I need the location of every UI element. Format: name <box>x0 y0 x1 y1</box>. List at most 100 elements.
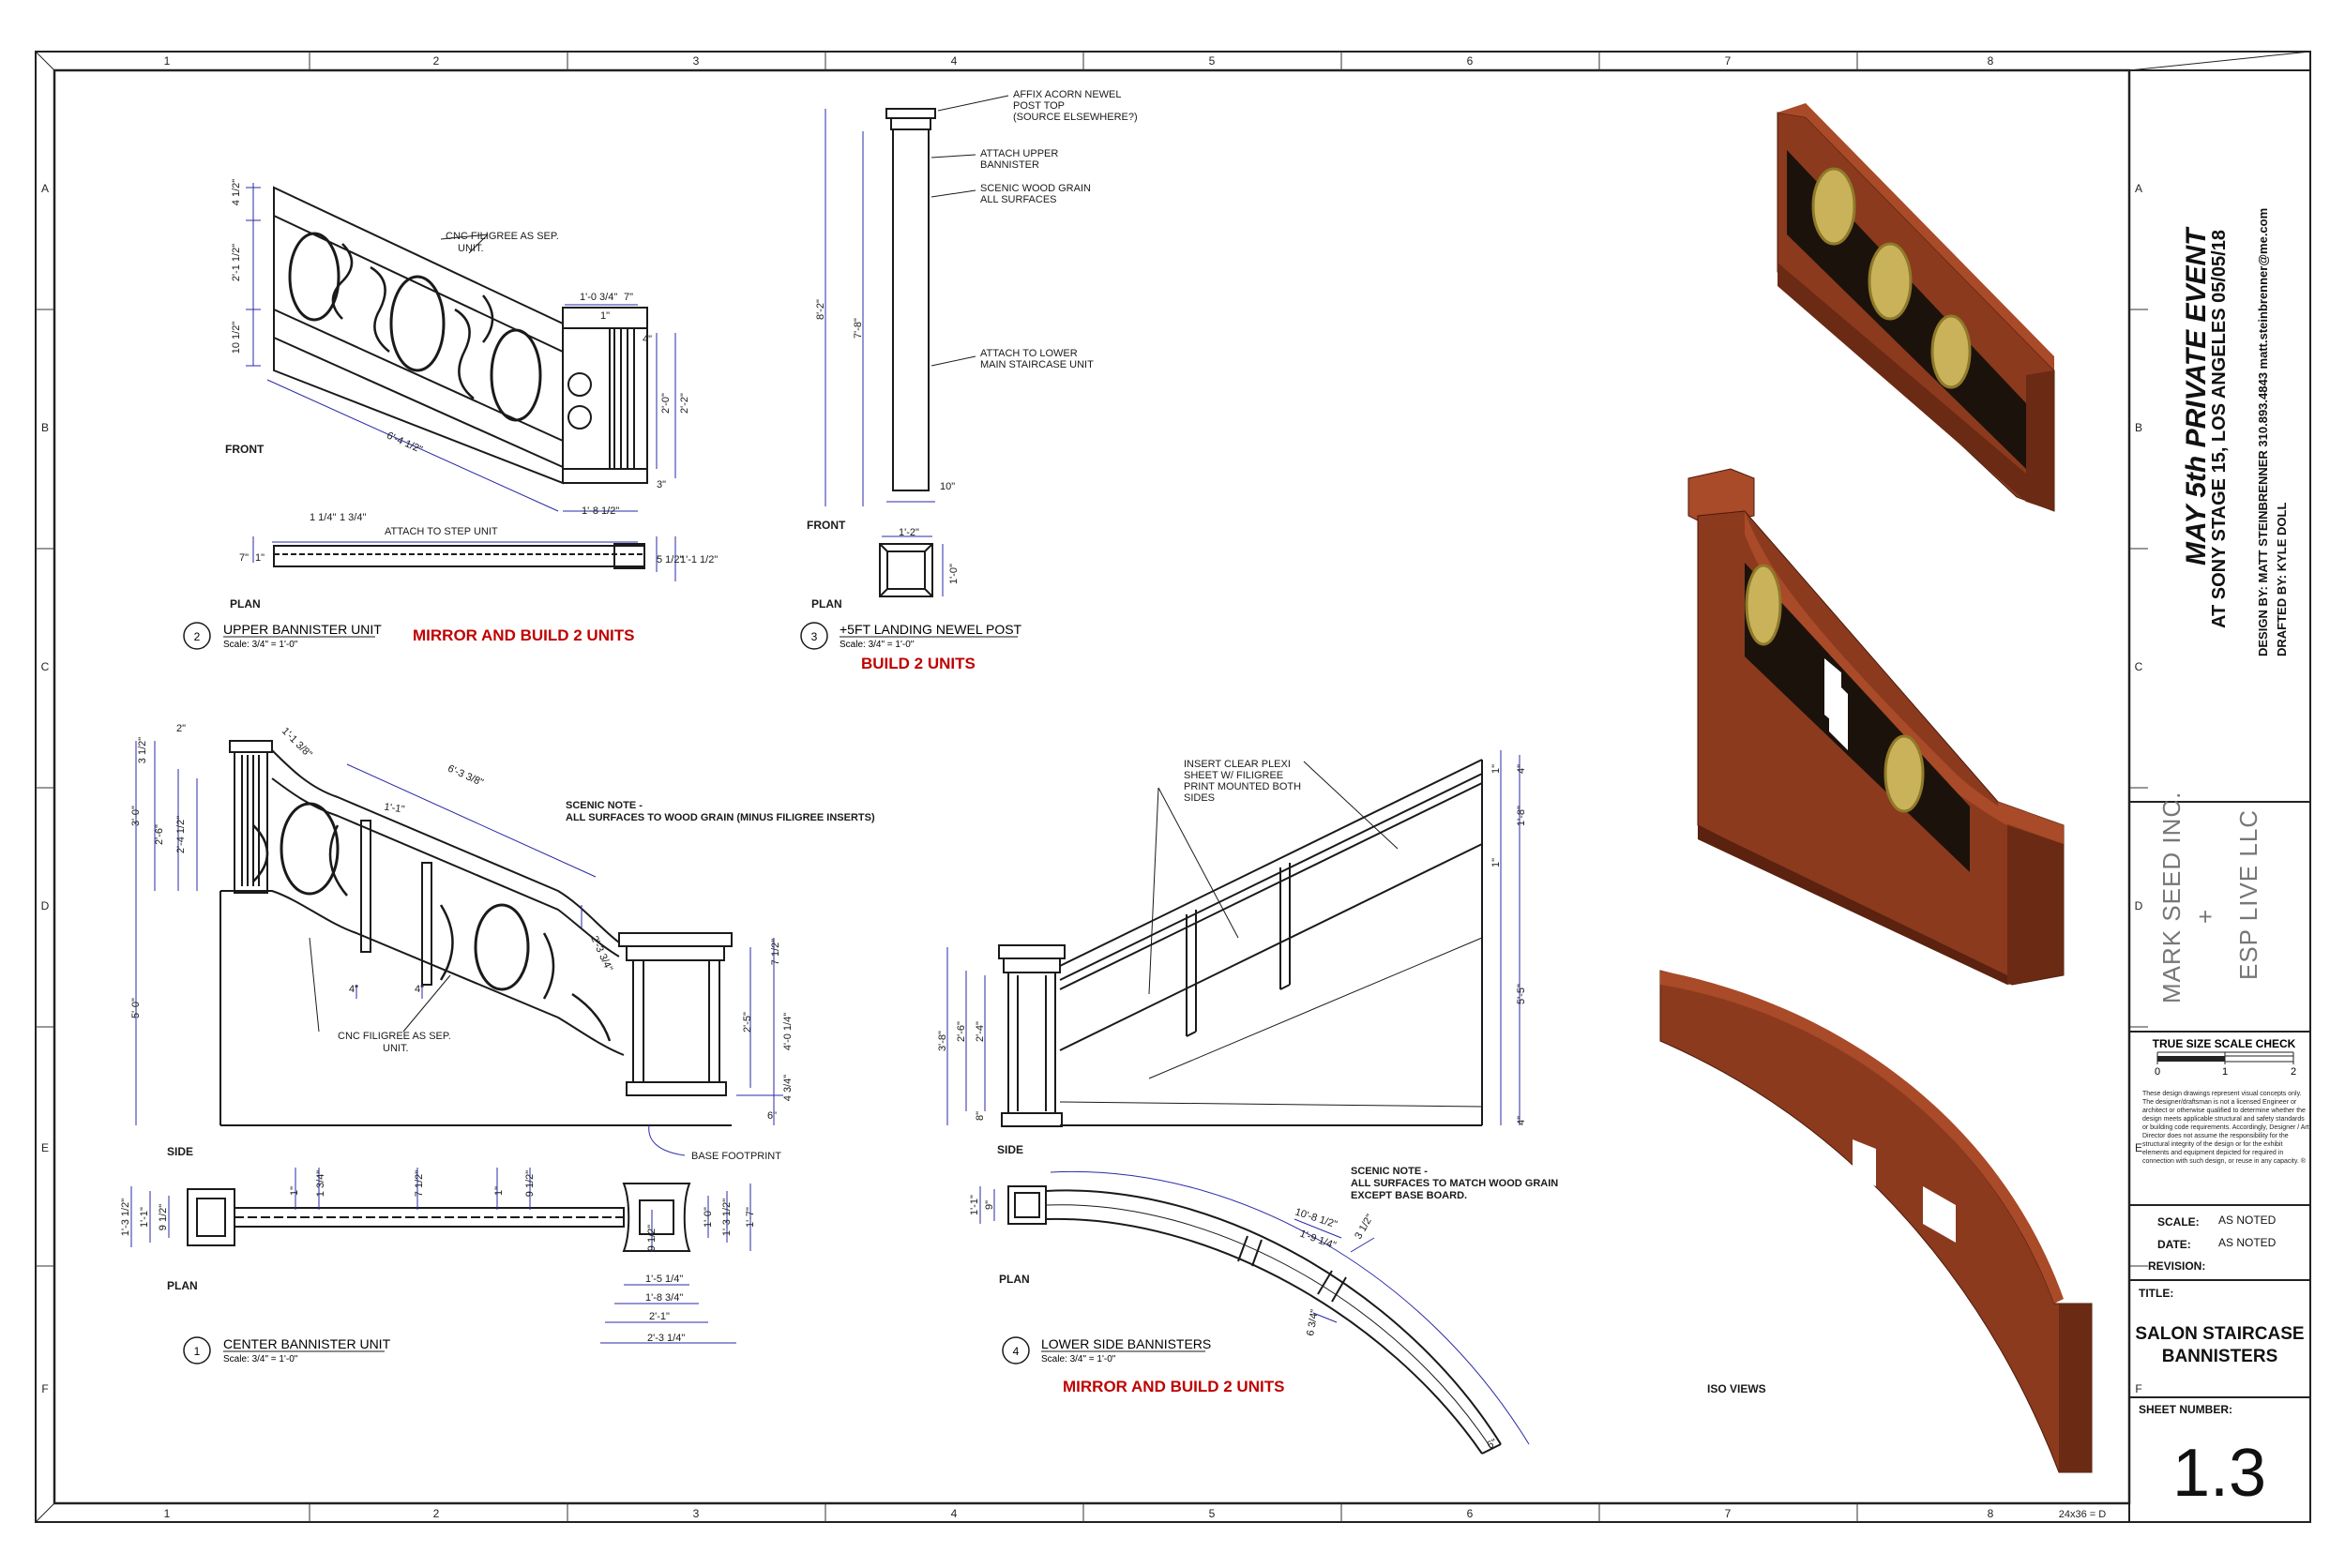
dim-label: 4" <box>349 984 358 995</box>
grid-ticks <box>36 52 2148 1522</box>
v4-side-dimensions <box>946 750 1520 1125</box>
col-label: 3 <box>693 1507 700 1520</box>
view-upper-bannister-plan <box>273 543 645 569</box>
v2-dim-text: 4 1/2" 2'-1 1/2" 10 1/2" 6'-4 1/2" 1'-0 … <box>231 179 690 517</box>
dim-label: 7 1/2" <box>770 939 781 965</box>
dim-label: 1'-0 3/4" <box>580 292 617 303</box>
row-label: E <box>2135 1141 2142 1154</box>
dim-label: 1'-1" <box>139 1207 150 1228</box>
v4-title-block: 4 LOWER SIDE BANNISTERS Scale: 3/4" = 1'… <box>1002 1336 1284 1395</box>
dim-label: 1" <box>1490 764 1502 774</box>
iso-lower-bannister <box>1659 970 2093 1473</box>
dim-label: 3 1/2" <box>1353 1213 1376 1242</box>
view-title: LOWER SIDE BANNISTERS <box>1041 1336 1211 1351</box>
dim-label: 7'-8" <box>853 318 864 339</box>
dim-label: 1'-7" <box>745 1207 756 1228</box>
v2-callouts: CNC FILIGREE AS SEP. UNIT. FRONT <box>225 231 559 456</box>
dim-label: 10" <box>940 481 955 492</box>
scale-check-bar: TRUE SIZE SCALE CHECK 0 1 2 <box>2153 1037 2296 1078</box>
dim-label: 4" <box>1516 1116 1527 1125</box>
v1-side-label: SIDE <box>167 1145 193 1158</box>
dim-label: 3" <box>657 479 666 490</box>
dim-label: 1 3/4" <box>340 512 366 523</box>
note-lower-2: MAIN STAIRCASE UNIT <box>980 359 1094 370</box>
dim-label: 5'-5" <box>1516 984 1527 1004</box>
drawing-title-line1: SALON STAIRCASE <box>2135 1324 2305 1344</box>
v1-side-dimensions <box>135 741 783 1125</box>
dim-label: 1" <box>1490 858 1502 867</box>
insert-note-3: PRINT MOUNTED BOTH <box>1184 781 1301 792</box>
dim-label: 2'-6" <box>154 824 165 845</box>
dim-label: 3 1/2" <box>137 737 148 763</box>
row-label: B <box>41 421 49 434</box>
dim-label: 4 1/2" <box>231 179 242 205</box>
dim-label: 2'-4" <box>975 1021 986 1042</box>
insert-note-2: SHEET W/ FILIGREE <box>1184 770 1283 781</box>
dim-label: 2'-1 1/2" <box>231 244 242 281</box>
dim-label: 9 1/2" <box>158 1204 169 1230</box>
col-label: 1 <box>164 54 171 68</box>
dim-label: 5 1/2" <box>657 554 683 565</box>
dim-label: 6'-4 1/2" <box>385 430 424 456</box>
sheet-size-note: 24x36 = D <box>2059 1509 2107 1520</box>
note-acorn-3: (SOURCE ELSEWHERE?) <box>1013 112 1138 123</box>
v1-plan-dimensions <box>130 1168 751 1344</box>
dim-label: 9 1/2" <box>646 1225 658 1251</box>
iso-views-label: ISO VIEWS <box>1707 1382 1766 1395</box>
v4-plan-label: PLAN <box>999 1273 1030 1286</box>
view-number: 3 <box>811 630 818 643</box>
callout-filigree-line2: UNIT. <box>383 1043 409 1054</box>
dim-label: 3'-8" <box>937 1031 948 1051</box>
col-label: 1 <box>164 1507 171 1520</box>
col-label: 2 <box>433 54 440 68</box>
dim-label: 1" <box>600 310 610 322</box>
date-value: AS NOTED <box>2218 1236 2277 1249</box>
view-title: UPPER BANNISTER UNIT <box>223 622 382 637</box>
build-note: BUILD 2 UNITS <box>861 655 976 672</box>
v3-front-label: FRONT <box>807 519 846 532</box>
grid-row-labels: A B C D E F A B C D E F <box>41 182 2143 1395</box>
iso-upper-bannister <box>1777 103 2055 512</box>
note-grain-1: SCENIC WOOD GRAIN <box>980 183 1091 194</box>
col-label: 7 <box>1725 1507 1732 1520</box>
v4-notes: INSERT CLEAR PLEXI SHEET W/ FILIGREE PRI… <box>997 759 1558 1201</box>
note-acorn-1: AFFIX ACORN NEWEL <box>1013 89 1122 100</box>
dim-label: 1'-1" <box>969 1195 980 1215</box>
company-mark-seed: MARK SEED INC. <box>2157 791 2186 1003</box>
dim-label: 2'-0" <box>660 393 672 414</box>
row-label: B <box>2135 421 2142 434</box>
dim-label: 1 1/4" <box>310 512 336 523</box>
dim-label: 7" <box>624 292 633 303</box>
dim-label: 3'-0" <box>130 806 142 826</box>
sheet-number-label: SHEET NUMBER: <box>2139 1403 2233 1416</box>
view-number: 4 <box>1013 1345 1020 1358</box>
view-scale: Scale: 3/4" = 1'-0" <box>1041 1354 1116 1364</box>
dim-label: 4" <box>415 984 424 995</box>
sheet-number: 1.3 <box>2171 1436 2267 1511</box>
company-esp-live: ESP LIVE LLC <box>2234 808 2262 980</box>
scale-label: SCALE: <box>2157 1215 2200 1229</box>
dim-label: 5'-0" <box>130 998 142 1018</box>
dim-label: 6 3/4" <box>1305 1308 1321 1336</box>
v4-plan-dimensions <box>979 1170 1530 1445</box>
dim-label: 1 3/4" <box>315 1170 326 1197</box>
dim-label: 2'-4 1/2" <box>175 816 187 853</box>
v4-plan-dim-text: 1'-1" 9" 10'-8 1/2" 1'-9 1/4" 3 1/2" 6 3… <box>969 1195 1499 1452</box>
view-scale: Scale: 3/4" = 1'-0" <box>223 640 298 650</box>
dim-label: 2'-5" <box>742 1012 753 1033</box>
note-acorn-2: POST TOP <box>1013 100 1065 112</box>
insert-note-1: INSERT CLEAR PLEXI <box>1184 759 1291 770</box>
v4-scenic-note-2: ALL SURFACES TO MATCH WOOD GRAIN <box>1351 1178 1558 1189</box>
dim-label: 1'-1 3/8" <box>280 726 314 761</box>
build-note: MIRROR AND BUILD 2 UNITS <box>1063 1378 1284 1395</box>
dim-label: 1" <box>255 552 265 564</box>
scale-tick: 1 <box>2222 1066 2228 1078</box>
design-by: DESIGN BY: MATT STEINBRENNER 310.893.484… <box>2256 207 2270 656</box>
view-lower-side-bannister-plan <box>1007 1185 1502 1455</box>
build-note: MIRROR AND BUILD 2 UNITS <box>413 626 634 644</box>
scale-tick: 2 <box>2291 1066 2296 1078</box>
v1-plan-label: PLAN <box>167 1279 198 1292</box>
view-center-bannister-plan <box>187 1183 691 1252</box>
disclaimer-text: These design drawings represent visual c… <box>2142 1091 2309 1165</box>
